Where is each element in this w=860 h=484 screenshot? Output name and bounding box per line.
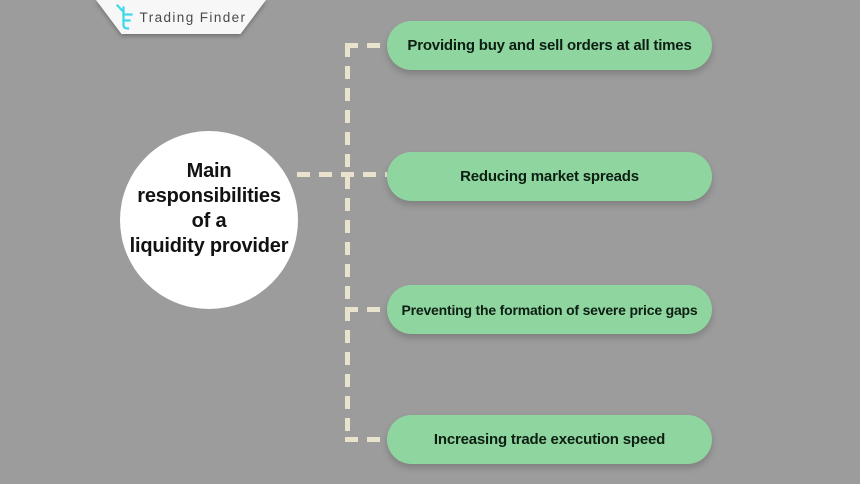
- connector-trunk: [345, 44, 350, 442]
- connector-branch-1: [345, 43, 387, 48]
- responsibility-item-3: Preventing the formation of severe price…: [387, 285, 712, 334]
- responsibility-label: Increasing trade execution speed: [433, 431, 666, 448]
- connector-branch-3: [345, 307, 387, 312]
- central-topic-line: liquidity provider: [129, 235, 289, 257]
- responsibility-item-4: Increasing trade execution speed: [387, 415, 712, 464]
- connector-branch-2: [297, 172, 387, 177]
- central-topic-circle: Main responsibilities of a liquidity pro…: [120, 131, 298, 309]
- central-topic-title: Main responsibilities of a liquidity pro…: [120, 159, 298, 259]
- responsibility-item-1: Providing buy and sell orders at all tim…: [387, 21, 712, 70]
- central-topic-line: Main: [186, 160, 232, 182]
- brand-badge-ribbon: Trading Finder: [96, 0, 266, 34]
- trading-finder-logo-icon: [115, 4, 133, 30]
- responsibility-label: Preventing the formation of severe price…: [401, 301, 698, 318]
- central-topic-line: responsibilities: [137, 185, 281, 207]
- responsibility-item-2: Reducing market spreads: [387, 152, 712, 201]
- central-topic-line: of a: [191, 210, 227, 232]
- responsibility-label: Providing buy and sell orders at all tim…: [407, 37, 692, 54]
- brand-badge: Trading Finder: [96, 0, 266, 34]
- connector-branch-4: [345, 437, 387, 442]
- brand-name: Trading Finder: [139, 9, 247, 25]
- responsibility-label: Reducing market spreads: [460, 168, 639, 185]
